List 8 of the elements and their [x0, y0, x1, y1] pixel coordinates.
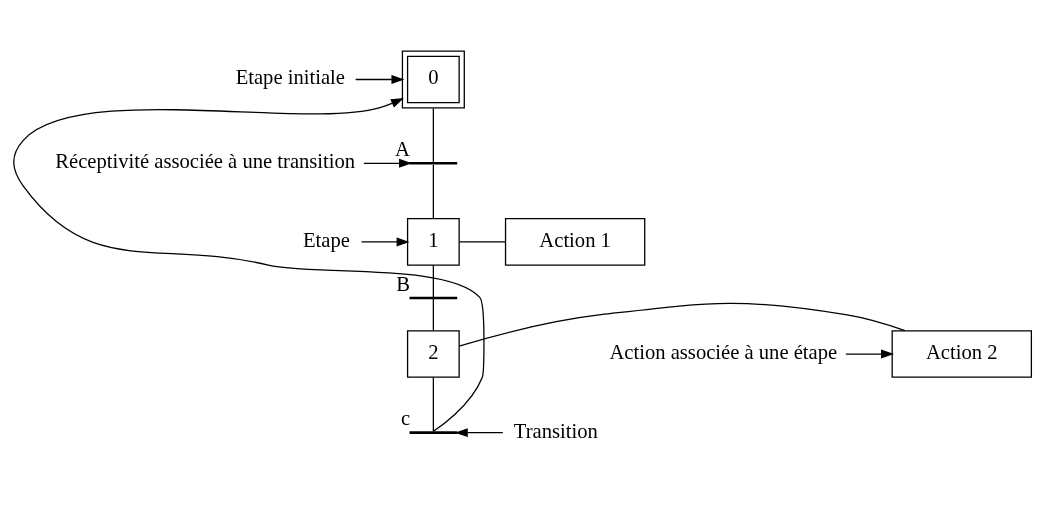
node-label: B — [396, 272, 410, 295]
node-label: A — [394, 137, 410, 160]
node-text: Réceptivité associée à une transition — [55, 149, 356, 172]
node-text: Etape — [302, 228, 350, 251]
node-text: Etape initiale — [235, 65, 345, 88]
node-text: Transition — [513, 419, 598, 442]
node-text: Action associée à une étape — [609, 340, 838, 363]
node-label: c — [401, 406, 411, 429]
